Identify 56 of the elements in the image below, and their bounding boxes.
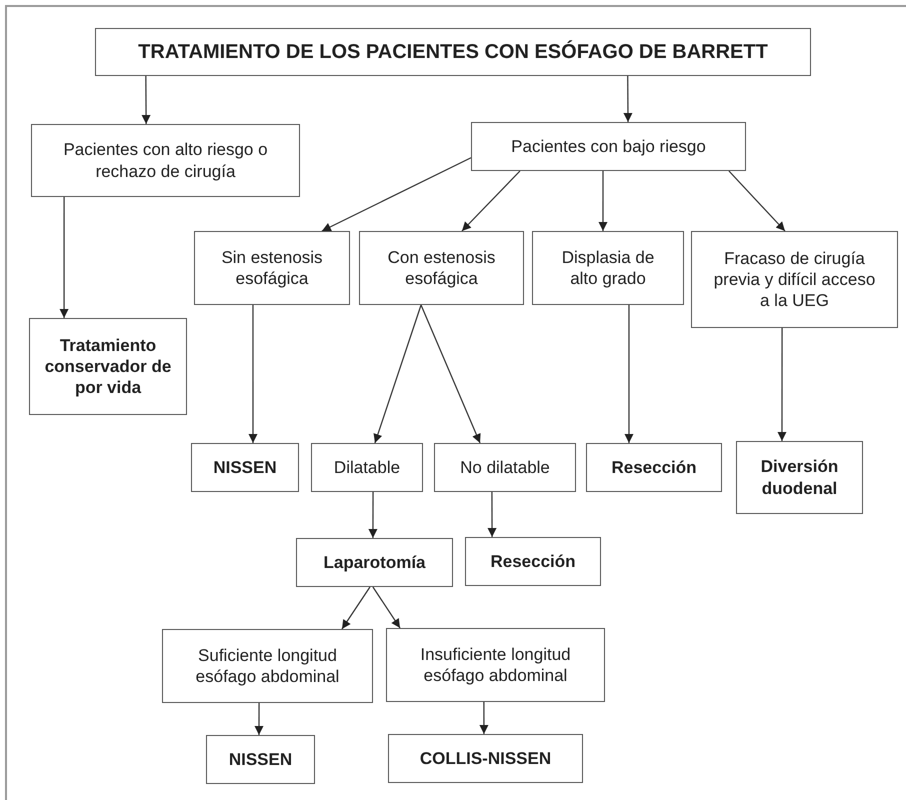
box-text: Insuficiente longitud esófago abdominal — [419, 644, 572, 686]
box-text: Fracaso de cirugía previa y difícil acceso a la UEG — [712, 248, 876, 312]
box-text: Displasia de alto grado — [560, 246, 656, 290]
box-text: Sin estenosis esofágica — [220, 246, 324, 290]
box-text: NISSEN — [228, 748, 292, 770]
process-box — [206, 735, 315, 784]
process-box — [191, 443, 299, 492]
arrow — [623, 76, 632, 122]
arrow — [368, 492, 378, 538]
arrow — [372, 586, 401, 628]
box-text: Suficiente longitud esófago abdominal — [194, 644, 340, 688]
box-text: Dilatable — [334, 456, 400, 478]
box-text: Tratamiento conservador de por vida — [44, 334, 172, 398]
process-box — [29, 318, 187, 415]
box-text: TRATAMIENTO DE LOS PACIENTES CON ESÓFAGO DE BARRETT — [138, 40, 768, 64]
process-box — [465, 537, 601, 586]
arrow — [598, 171, 608, 231]
box-text: Resección — [611, 456, 697, 478]
box-text: Con estenosis esofágica — [386, 246, 496, 290]
arrow — [777, 328, 786, 441]
arrow — [142, 76, 151, 124]
process-box — [162, 629, 373, 703]
arrow — [248, 305, 258, 443]
process-box — [388, 734, 583, 783]
box-text: COLLIS-NISSEN — [420, 748, 552, 770]
arrow — [420, 304, 481, 444]
arrow — [374, 304, 422, 444]
process-box — [532, 231, 684, 305]
box-text: Diversión duodenal — [760, 456, 840, 499]
process-box — [386, 628, 605, 702]
box-text: Resección — [490, 550, 576, 572]
arrow — [254, 703, 264, 735]
arrow — [341, 586, 370, 630]
box-text: NISSEN — [213, 456, 277, 478]
process-box — [311, 443, 423, 492]
arrow — [624, 305, 634, 443]
process-box — [736, 441, 863, 514]
process-box — [434, 443, 576, 492]
arrow — [322, 157, 472, 232]
arrow — [728, 170, 786, 232]
box-text: No dilatable — [460, 456, 550, 478]
process-box — [194, 231, 350, 305]
process-box — [31, 124, 300, 197]
process-box — [471, 122, 746, 171]
box-text: Pacientes con alto riesgo o rechazo de cirugía — [63, 139, 268, 182]
process-box — [691, 231, 898, 328]
box-text: Laparotomía — [323, 552, 426, 574]
arrow — [479, 702, 488, 734]
arrow — [60, 197, 69, 318]
box-text: Pacientes con bajo riesgo — [511, 136, 706, 158]
process-box — [586, 443, 722, 492]
process-box — [296, 538, 453, 587]
process-box — [359, 231, 524, 305]
title-box — [95, 28, 811, 76]
arrow — [488, 492, 497, 537]
arrow — [462, 170, 520, 232]
